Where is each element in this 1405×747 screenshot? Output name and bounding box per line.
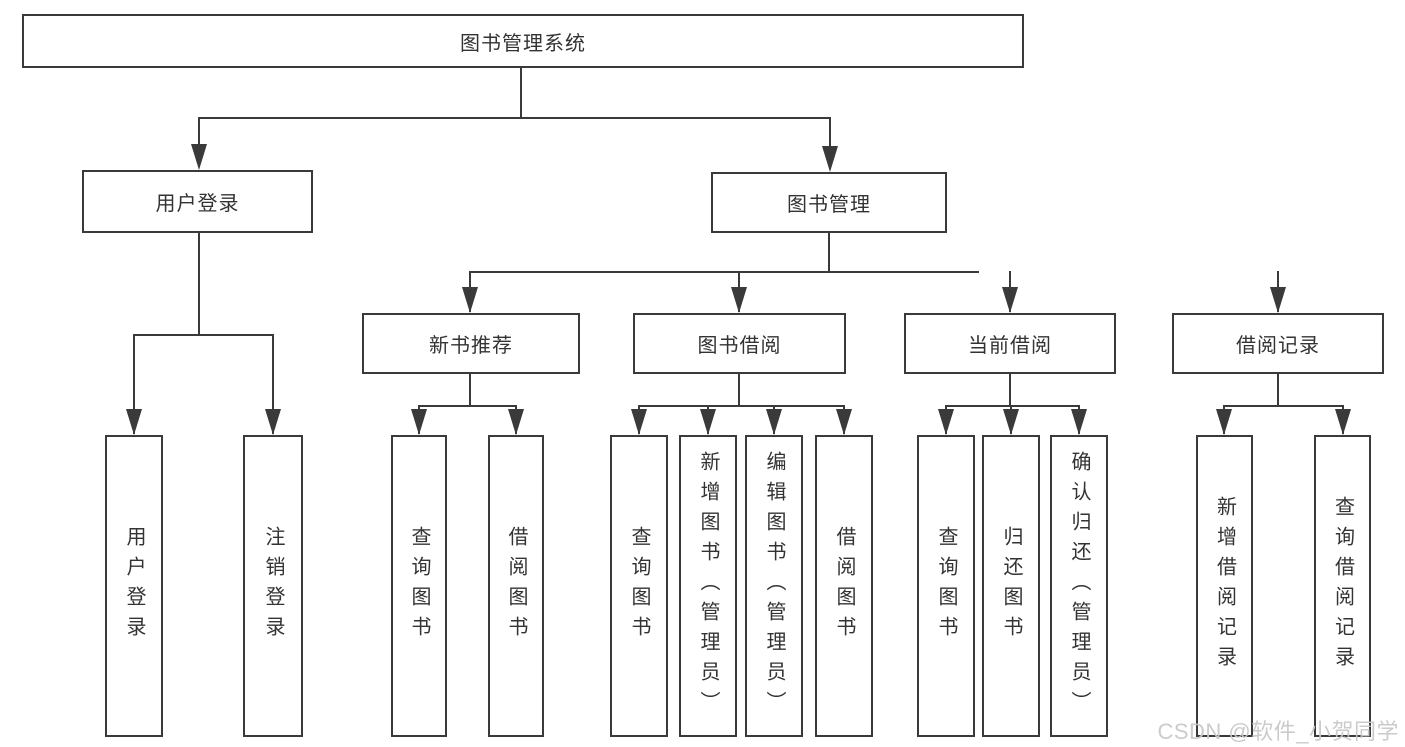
- node-leaf-user-login: 用户登录: [105, 435, 163, 737]
- connector-user-login-branch: [132, 333, 275, 337]
- arrowhead-borrow-icon: [731, 287, 747, 313]
- node-system-root: 图书管理系统: [22, 14, 1024, 68]
- arrowhead-recommend-icon: [462, 287, 478, 313]
- node-leaf-logout: 注销登录: [243, 435, 303, 737]
- node-leaf-add-borrow-record: 新增借阅记录: [1196, 435, 1253, 737]
- arrowhead-leaf-12-icon: [1216, 409, 1232, 435]
- connector-leaf-drop-2: [271, 334, 275, 434]
- connector-borrow-branch: [637, 404, 846, 408]
- connector-borrow-stem: [737, 374, 741, 407]
- connector-level3-branch: [468, 270, 980, 274]
- leaf-label: 查询图书: [935, 526, 957, 646]
- arrowhead-leaf-6-icon: [700, 409, 716, 435]
- arrowhead-book-mgmt-icon: [822, 146, 838, 172]
- connector-level2-branch: [197, 116, 832, 120]
- node-leaf-return-book: 归还图书: [982, 435, 1040, 737]
- node-current-borrow: 当前借阅: [904, 313, 1116, 374]
- arrowhead-leaf-7-icon: [766, 409, 782, 435]
- node-leaf-query-book-borrow: 查询图书: [610, 435, 668, 737]
- leaf-label: 查询图书: [628, 526, 650, 646]
- connector-records-branch: [1222, 404, 1344, 408]
- node-leaf-borrow-book: 借阅图书: [815, 435, 873, 737]
- node-leaf-query-book-recommend: 查询图书: [391, 435, 447, 737]
- arrowhead-user-login-icon: [191, 144, 207, 170]
- connector-records-stem: [1276, 374, 1280, 407]
- leaf-label: 编辑图书（管理员）: [763, 451, 785, 721]
- arrowhead-leaf-13-icon: [1335, 409, 1351, 435]
- arrowhead-leaf-1-icon: [126, 409, 142, 435]
- connector-user-login-drop: [197, 117, 201, 167]
- connector-book-mgmt-stem: [827, 233, 831, 273]
- node-leaf-query-book-current: 查询图书: [917, 435, 975, 737]
- watermark: CSDN @软件_小贺同学: [1157, 719, 1399, 744]
- node-book-management: 图书管理: [711, 172, 947, 233]
- arrowhead-records-icon: [1270, 287, 1286, 313]
- connector-recommend-stem: [468, 374, 472, 407]
- node-leaf-add-book-admin: 新增图书（管理员）: [679, 435, 737, 737]
- node-leaf-confirm-return-admin: 确认归还（管理员）: [1050, 435, 1108, 737]
- node-user-login: 用户登录: [82, 170, 313, 233]
- node-new-book-recommend: 新书推荐: [362, 313, 580, 374]
- connector-current-branch: [944, 404, 1081, 408]
- connector-root-stem: [519, 68, 523, 119]
- arrowhead-leaf-3-icon: [411, 409, 427, 435]
- arrowhead-leaf-5-icon: [631, 409, 647, 435]
- arrowhead-leaf-8-icon: [836, 409, 852, 435]
- node-leaf-borrow-book-recommend: 借阅图书: [488, 435, 544, 737]
- leaf-label: 注销登录: [262, 526, 284, 646]
- connector-user-login-stem: [197, 233, 201, 336]
- leaf-label: 确认归还（管理员）: [1068, 451, 1090, 721]
- arrowhead-current-icon: [1002, 287, 1018, 313]
- connector-current-stem: [1008, 374, 1012, 407]
- leaf-label: 新增图书（管理员）: [697, 451, 719, 721]
- leaf-label: 借阅图书: [505, 526, 527, 646]
- leaf-label: 归还图书: [1000, 526, 1022, 646]
- node-borrow-records: 借阅记录: [1172, 313, 1384, 374]
- leaf-label: 查询图书: [408, 526, 430, 646]
- leaf-label: 借阅图书: [833, 526, 855, 646]
- arrowhead-leaf-11-icon: [1071, 409, 1087, 435]
- arrowhead-leaf-2-icon: [265, 409, 281, 435]
- leaf-label: 查询借阅记录: [1331, 496, 1354, 676]
- arrowhead-leaf-9-icon: [938, 409, 954, 435]
- arrowhead-leaf-10-icon: [1003, 409, 1019, 435]
- node-leaf-query-borrow-record: 查询借阅记录: [1314, 435, 1371, 737]
- connector-book-mgmt-drop: [828, 117, 832, 169]
- node-book-borrow: 图书借阅: [633, 313, 846, 374]
- connector-recommend-branch: [417, 404, 518, 408]
- node-leaf-edit-book-admin: 编辑图书（管理员）: [745, 435, 803, 737]
- arrowhead-leaf-4-icon: [508, 409, 524, 435]
- connector-leaf-drop-1: [132, 334, 136, 434]
- leaf-label: 新增借阅记录: [1213, 496, 1236, 676]
- leaf-label: 用户登录: [123, 526, 145, 646]
